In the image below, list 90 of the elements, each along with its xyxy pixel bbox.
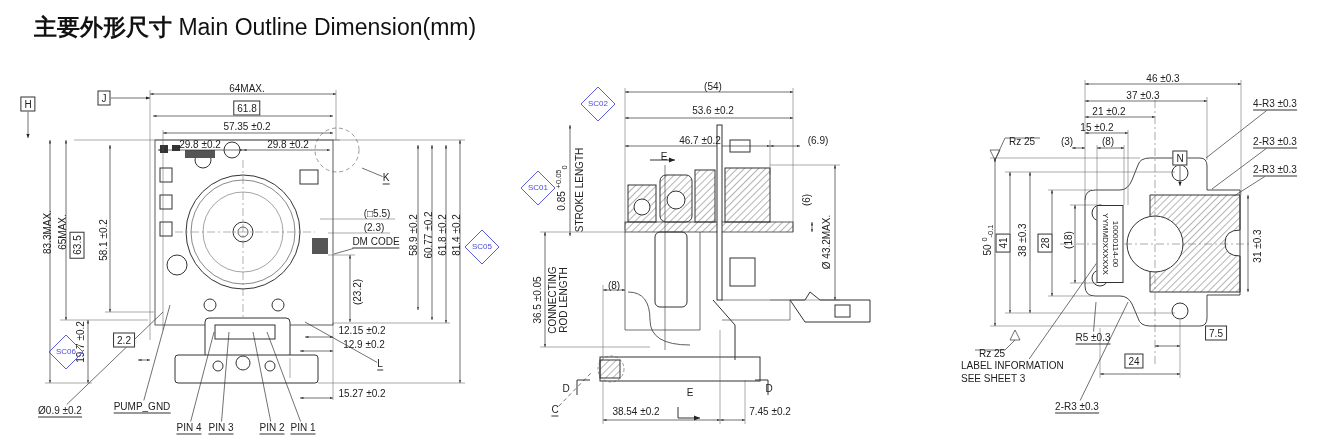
callout-label: PIN 2 — [259, 421, 285, 435]
leader-line — [190, 331, 215, 422]
dimension-text: D — [562, 382, 570, 394]
dimension-text: (6) — [800, 193, 812, 207]
callout-label: PUMP_GND — [113, 400, 171, 414]
dimension-text: D — [765, 382, 773, 394]
dimension-text: 58.9 ±0.2 — [407, 214, 419, 256]
dimension-text: (18) — [1062, 231, 1074, 249]
product-label — [1096, 205, 1124, 283]
dimension-text: Ø 43.2MAX. — [820, 214, 832, 270]
dimension-text: 37 ±0.3 — [1126, 89, 1160, 101]
callout-label: PIN 3 — [208, 421, 234, 435]
callout-label: 2-R3 ±0.3 — [1055, 400, 1099, 414]
dimension-text: 36.5 ±0.05 — [531, 276, 543, 324]
datum-box: N — [1172, 150, 1188, 166]
basic-dimension-box: 41 — [995, 233, 1011, 253]
basic-dimension-box: 2.2 — [113, 332, 135, 348]
dimension-text: 46 ±0.3 — [1146, 72, 1180, 84]
leader-line — [1211, 148, 1267, 190]
leader-line — [252, 331, 272, 422]
label-text: 10000114-00 — [1110, 220, 1120, 268]
basic-dimension-box: 61.8 — [233, 100, 261, 116]
label-text: YYMMDXXXXXX — [1100, 213, 1110, 275]
callout-label: 2-R3 ±0.3 — [1253, 163, 1297, 177]
dimension-text: 31 ±0.3 — [1251, 229, 1263, 263]
callout-label: DM CODE — [352, 235, 400, 249]
callout-label: 4-R3 ±0.3 — [1253, 97, 1297, 111]
dimension-text: 83.3MAX. — [41, 210, 53, 254]
leader-line — [333, 248, 354, 255]
dimension-text: Rz 25 — [978, 347, 1006, 359]
dimension-text: 12.9 ±0.2 — [343, 338, 385, 350]
basic-dimension-box: 7.5 — [1205, 325, 1227, 341]
dimension-text: 81.4 ±0.2 — [450, 214, 462, 256]
characteristic-diamond: SC02 — [580, 86, 616, 122]
leader-line — [66, 311, 164, 405]
callout-note: LABEL INFORMATION SEE SHEET 3 — [961, 359, 1079, 385]
leader-line — [558, 371, 593, 407]
callout-label: Ø0.9 ±0.2 — [38, 404, 82, 418]
dimension-text: 61.8 ±0.2 — [436, 214, 448, 256]
dimension-text: 65MAX. — [56, 214, 68, 250]
leader-line — [1205, 110, 1268, 159]
dimension-text: 53.6 ±0.2 — [692, 104, 734, 116]
callout-label: K — [382, 171, 390, 185]
callout-label: PIN 4 — [176, 421, 202, 435]
characteristic-diamond: SC01 — [520, 170, 556, 206]
callout-label: L — [377, 357, 383, 371]
datum-box: J — [97, 90, 111, 106]
leader-line — [1028, 262, 1097, 360]
dimension-text: (54) — [704, 80, 722, 92]
leader-line — [1079, 301, 1129, 401]
dimension-text: 38 ±0.3 — [1016, 223, 1028, 257]
dimension-text: (23.2) — [351, 278, 363, 306]
leader-line — [1093, 301, 1097, 332]
dimension-text: 38.54 ±0.2 — [612, 405, 660, 417]
dimension-text: E — [660, 150, 668, 162]
dimension-text: STROKE LENGTH — [573, 147, 585, 233]
dimension-text: 46.7 ±0.2 — [679, 134, 721, 146]
dimension-text: 15.27 ±0.2 — [338, 387, 386, 399]
dimension-text: 29.8 ±0.2 — [267, 138, 309, 150]
callout-label: R5 ±0.3 — [1075, 331, 1111, 345]
page-title: 主要外形尺寸 Main Outline Dimension(mm) — [34, 13, 477, 42]
dimension-text: (8) — [1101, 135, 1115, 147]
dimension-text: CONNECTING ROD LENGTH — [547, 265, 569, 336]
basic-dimension-box: 24 — [1124, 353, 1144, 369]
datum-box: H — [20, 96, 36, 112]
leader-line — [266, 331, 301, 422]
dimension-text: (□5.5) — [363, 207, 391, 219]
dimension-text: Rz 25 — [1008, 135, 1036, 147]
dimension-text: 7.45 ±0.2 — [749, 405, 791, 417]
basic-dimension-box: 63.5 — [69, 231, 85, 259]
callout-label: PIN 1 — [290, 421, 316, 435]
dimension-text: 60.77 ±0.2 — [422, 211, 434, 259]
dimension-text: (3) — [1060, 135, 1074, 147]
dimension-text: 29.8 ±0.2 — [179, 138, 221, 150]
callout-label: 2-R3 ±0.3 — [1253, 135, 1297, 149]
dimension-text: (8) — [607, 279, 621, 291]
dimension-text: E — [686, 386, 694, 398]
dimension-text: 58.1 ±0.2 — [97, 219, 109, 261]
callout-label: C — [551, 403, 559, 417]
leader-line — [1233, 176, 1266, 197]
leader-line — [361, 167, 383, 177]
dimension-text: 21 ±0.2 — [1092, 105, 1126, 117]
leader-line — [221, 331, 230, 422]
leader-line — [304, 321, 378, 363]
dimension-text: 12.15 ±0.2 — [338, 324, 386, 336]
basic-dimension-box: 28 — [1037, 233, 1053, 253]
characteristic-diamond: SC05 — [464, 229, 500, 265]
leader-line — [143, 304, 171, 401]
dimension-text: (6.9) — [807, 134, 829, 146]
dimension-text: 15 ±0.2 — [1080, 121, 1114, 133]
